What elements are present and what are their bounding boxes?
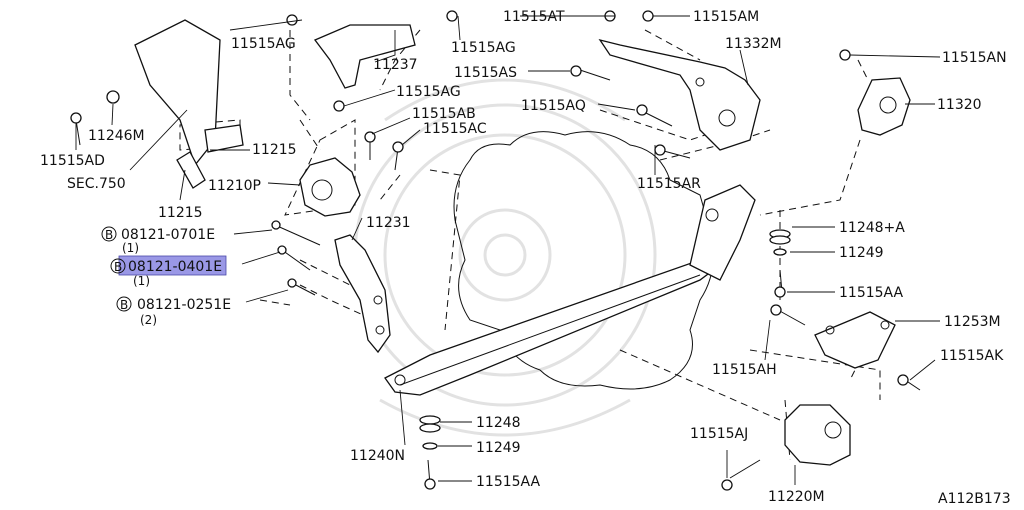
label-11515AJ: 11515AJ [690,426,748,442]
label-11210P: 11210P [208,178,261,194]
bracket-11231 [334,234,391,354]
label-11220M: 11220M [768,489,825,505]
assembly-guide-lines [179,29,881,461]
diagram-code: A112B173 [938,491,1011,507]
label-11515AG-2: 11515AG [451,40,516,56]
fastener-set [70,10,921,491]
label-11515AG-3: 11515AG [396,84,461,100]
label-sec-750: SEC.750 [67,176,126,192]
label-11515AN: 11515AN [942,50,1007,66]
part-labels: 11515AG 11515AG 11515AG 11237 11515AT 11… [40,9,1011,507]
label-11515AM: 11515AM [693,9,759,25]
b-marker-2: B [114,260,122,274]
label-11248: 11248 [476,415,521,431]
label-bolt-08121-0401E-qty: (1) [133,274,150,288]
label-11215-a: 11215 [252,142,297,158]
engine-block [453,131,714,390]
label-11515AH: 11515AH [712,362,777,378]
mount-11220M [784,404,851,466]
label-11215-b: 11215 [158,205,203,221]
b-marker-icons: B B B [101,226,132,312]
label-11240N: 11240N [350,448,405,464]
label-11515AA-a: 11515AA [839,285,904,301]
bracket-11253M [814,311,896,369]
crest-watermark [353,78,657,437]
mount-11320 [857,77,911,136]
label-11231: 11231 [366,215,411,231]
label-bolt-08121-0401E: 08121-0401E [128,259,222,275]
label-11515AC: 11515AC [423,121,487,137]
label-11515AA-b: 11515AA [476,474,541,490]
label-11249-a: 11249 [839,245,884,261]
label-bolt-08121-0251E: 08121-0251E [137,297,231,313]
label-11253M: 11253M [944,314,1001,330]
bracket-11332M [598,38,761,151]
label-11246M: 11246M [88,128,145,144]
selected-part-highlight [118,255,227,276]
label-bolt-08121-0251E-qty: (2) [140,313,157,327]
label-11332M: 11332M [725,36,782,52]
label-11515AK: 11515AK [940,348,1004,364]
label-11249-b: 11249 [476,440,521,456]
label-11515AS: 11515AS [454,65,517,81]
label-11515AR: 11515AR [637,176,701,192]
crossmember-11240N [384,184,756,396]
label-bolt-08121-0701E: 08121-0701E [121,227,215,243]
label-11515AD: 11515AD [40,153,105,169]
label-bolt-08121-0701E-qty: (1) [122,241,139,255]
label-11515AB: 11515AB [412,106,476,122]
b-marker-3: B [120,298,128,312]
label-11237: 11237 [373,57,418,73]
label-11248-a: 11248+A [839,220,905,236]
heat-shield-bracket [134,19,416,189]
label-11515AT: 11515AT [503,9,565,25]
label-11515AQ: 11515AQ [521,98,586,114]
b-marker-1: B [105,228,113,242]
label-11320: 11320 [937,97,982,113]
leader-lines [75,15,941,485]
label-11515AG-1: 11515AG [231,36,296,52]
mount-11210P [299,157,361,217]
